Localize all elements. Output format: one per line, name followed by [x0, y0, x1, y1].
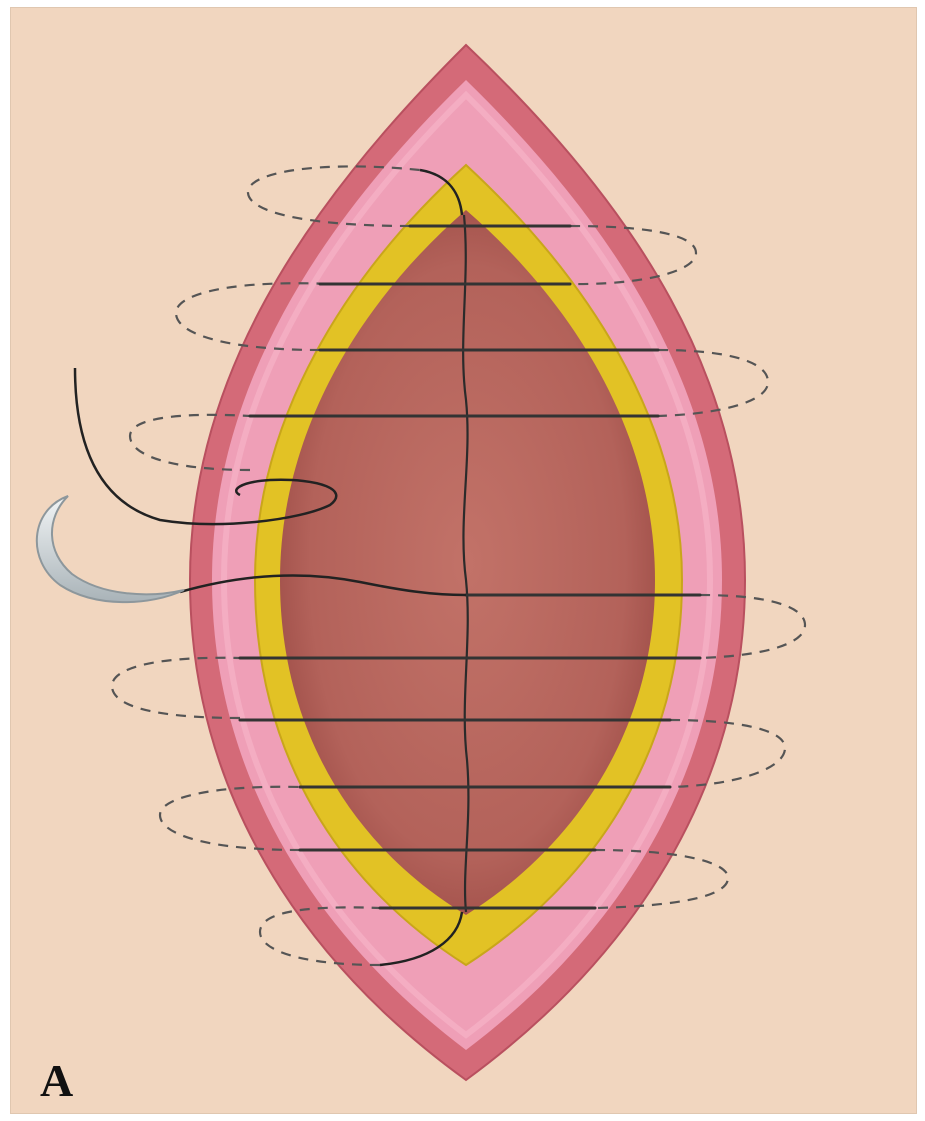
panel-label: A	[40, 1058, 73, 1104]
suture-illustration	[10, 7, 917, 1114]
